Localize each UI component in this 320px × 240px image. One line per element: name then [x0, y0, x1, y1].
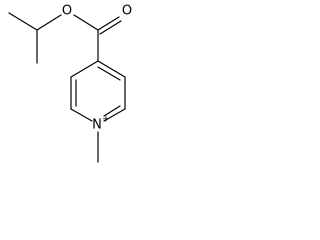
structure-diagram: O O N +	[8, 4, 132, 163]
nitrogen-positive-charge: +	[102, 115, 110, 125]
bond-carbonyl-double-a	[97, 16, 120, 31]
ring-bond-n-c6-inner	[103, 105, 121, 117]
bond-isopropyl-methyl-upper	[8, 12, 38, 31]
ring-bond-c5-c4-inner	[97, 66, 121, 81]
ring-bond-n-c6	[103, 108, 126, 122]
ester-oxygen-label: O	[62, 4, 72, 19]
bond-ester-o-to-carbonyl-c	[73, 14, 99, 31]
bond-isopropyl-to-ester-o	[36, 14, 62, 31]
bond-carbonyl-double-b	[99, 20, 122, 35]
ring-bond-c5-c4	[97, 60, 126, 78]
ring-nitrogen-label: N	[92, 118, 102, 133]
carbonyl-oxygen-label: O	[122, 4, 132, 19]
ring-bond-c4-c3	[70, 60, 99, 78]
ring-bond-c2-n	[70, 108, 93, 122]
